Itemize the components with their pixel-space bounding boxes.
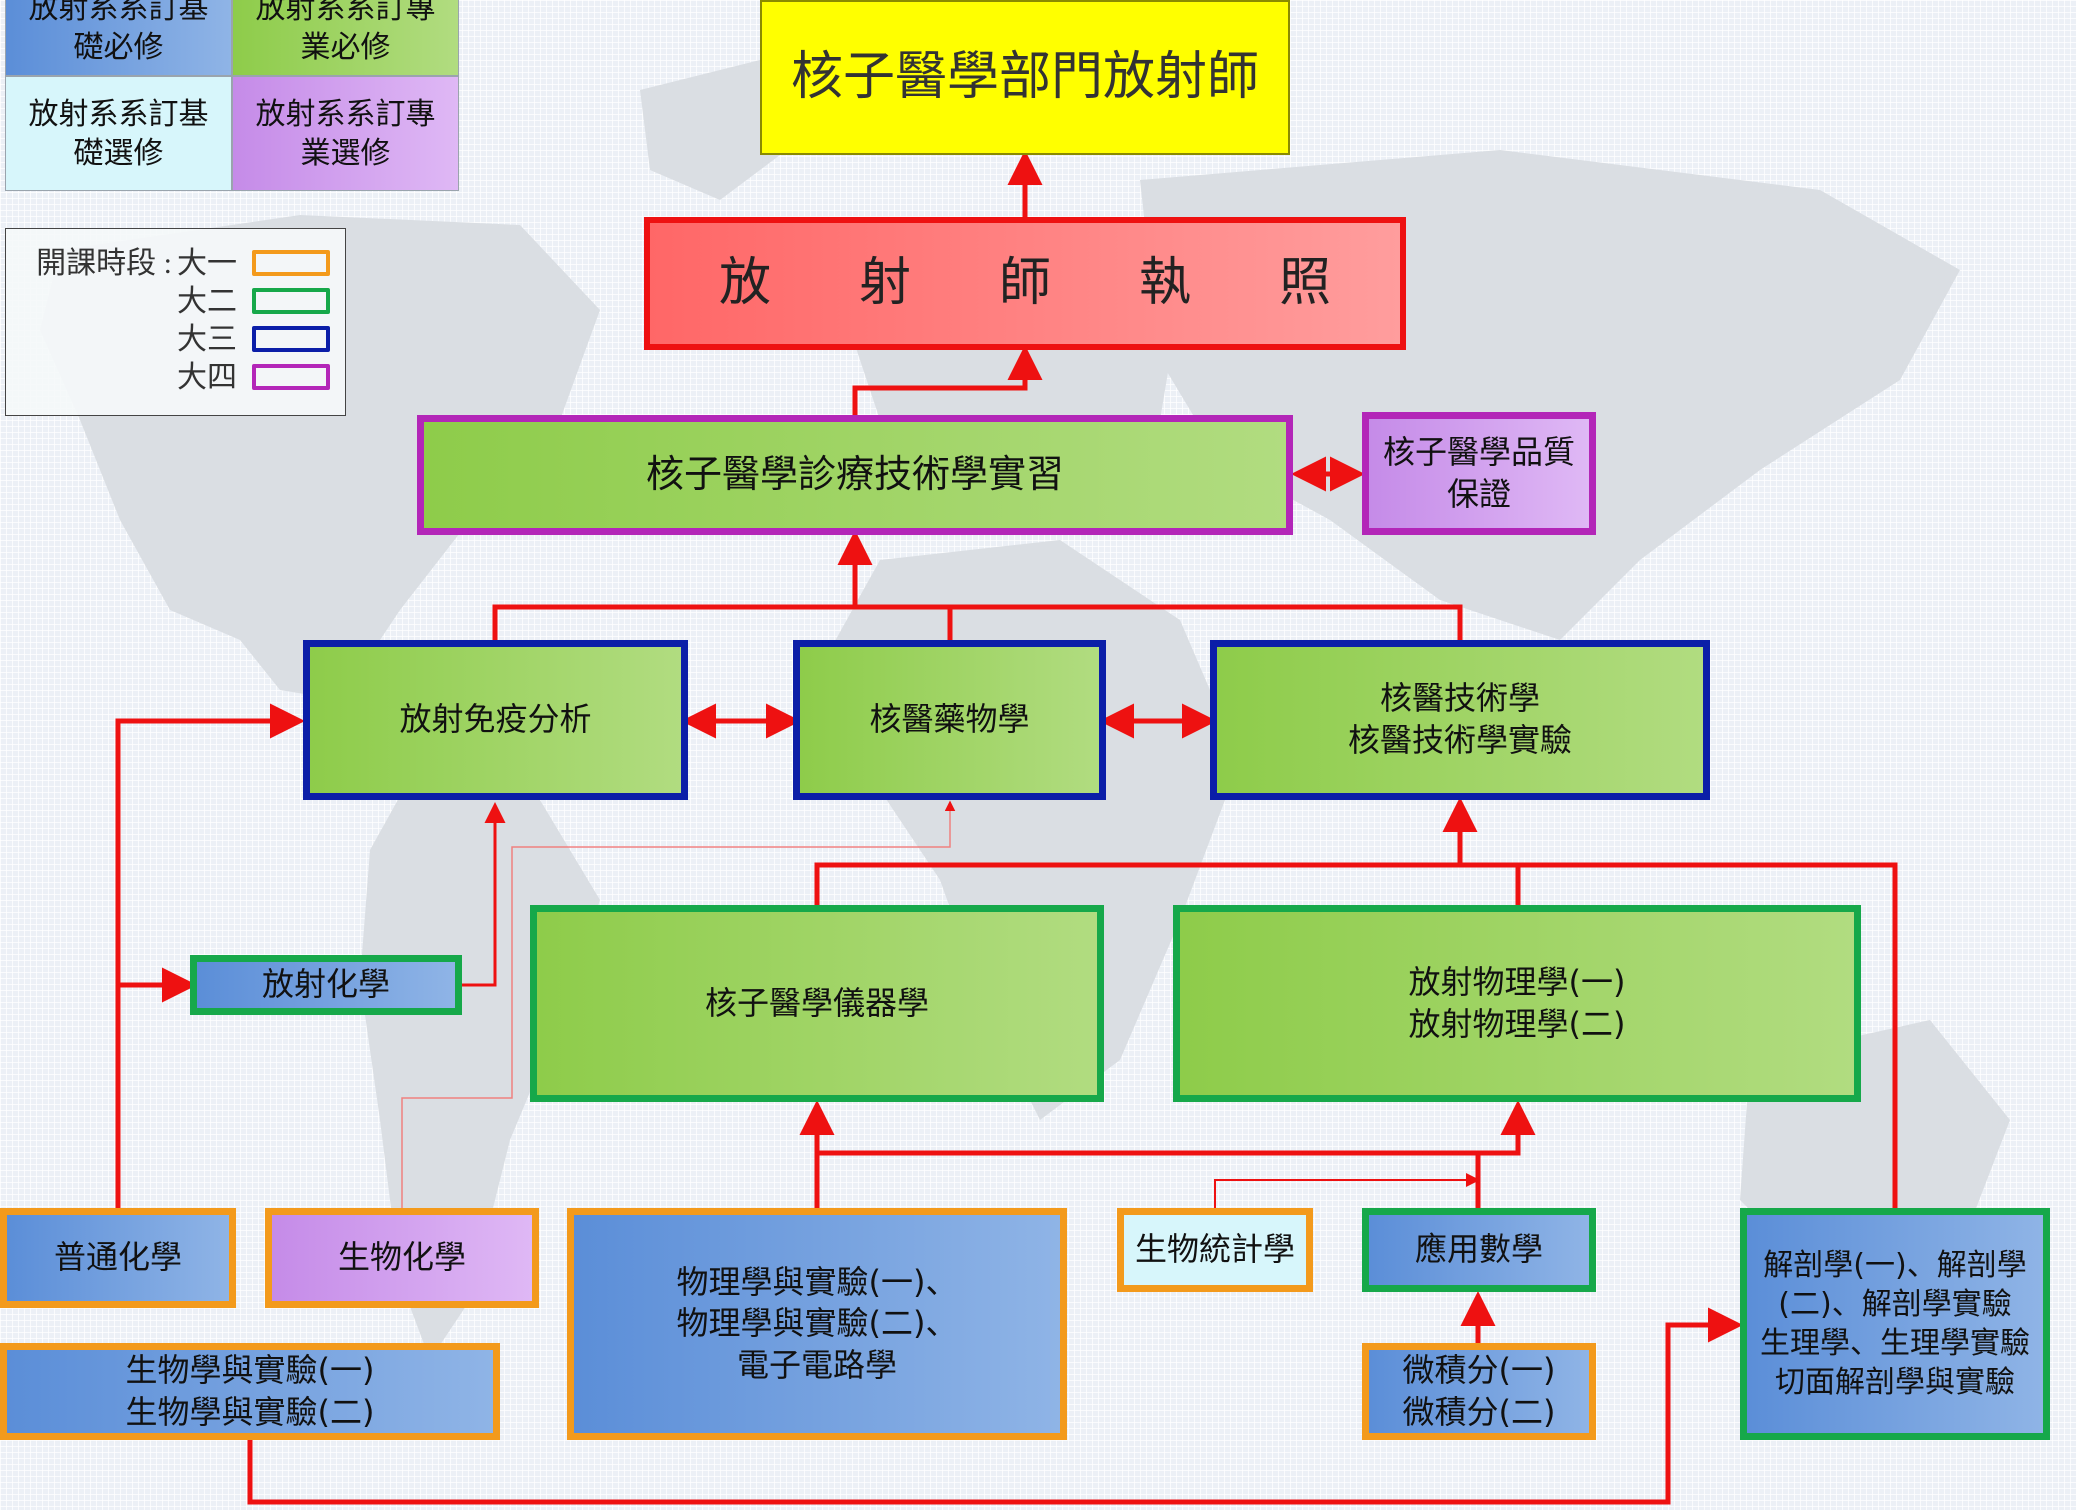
legend-year-1-label: 大一 xyxy=(177,247,237,280)
legend-year-2-label: 大二 xyxy=(177,285,237,318)
legend-year-3-label: 大三 xyxy=(177,323,237,356)
legend-major-required: 放射系系訂專 業必修 xyxy=(232,0,459,76)
legend-year-4-label: 大四 xyxy=(177,361,237,394)
legend-basic-required: 放射系系訂基 礎必修 xyxy=(5,0,232,76)
radiographer-license-text: 放射師執照 xyxy=(718,252,1419,313)
course-biostatistics: 生物統計學 xyxy=(1117,1208,1313,1292)
legend-years-title: 開課時段 : xyxy=(36,247,172,280)
course-nuclear-medicine-instrumentation: 核子醫學儀器學 xyxy=(530,905,1104,1102)
legend-year-1-swatch xyxy=(252,250,330,276)
course-nuclear-pharmacy: 核醫藥物學 xyxy=(793,640,1106,800)
goal-nuclear-radiographer: 核子醫學部門放射師 xyxy=(760,0,1290,155)
radiographer-license: 放射師執照 xyxy=(644,217,1406,350)
course-radiation-physics: 放射物理學(一) 放射物理學(二) xyxy=(1173,905,1861,1102)
legend-year-row-4: 大四 xyxy=(6,359,347,397)
legend-year-row-2: 大二 xyxy=(6,283,347,321)
legend-year-4-swatch xyxy=(252,364,330,390)
course-nuclear-medicine-internship: 核子醫學診療技術學實習 xyxy=(417,415,1293,535)
legend-year-row-3: 大三 xyxy=(6,321,347,359)
course-calculus: 微積分(一) 微積分(二) xyxy=(1362,1343,1596,1440)
course-applied-mathematics: 應用數學 xyxy=(1362,1208,1596,1292)
course-radiochemistry: 放射化學 xyxy=(190,955,462,1015)
legend-major-elective: 放射系系訂專 業選修 xyxy=(232,76,459,191)
legend-year: 開課時段 : 大一 大二 大三 大四 xyxy=(5,228,346,416)
course-biochemistry: 生物化學 xyxy=(265,1208,539,1308)
course-radioimmunoassay: 放射免疫分析 xyxy=(303,640,688,800)
course-biology-lab: 生物學與實驗(一) 生物學與實驗(二) xyxy=(0,1343,500,1440)
course-physics-lab-electronics: 物理學與實驗(一)、 物理學與實驗(二)、 電子電路學 xyxy=(567,1208,1067,1440)
legend-year-row-1: 開課時段 : 大一 xyxy=(6,245,347,283)
course-anatomy-physiology: 解剖學(一)、解剖學 (二)、解剖學實驗 生理學、生理學實驗 切面解剖學與實驗 xyxy=(1740,1208,2050,1440)
course-general-chemistry: 普通化學 xyxy=(0,1208,236,1308)
course-nuclear-medicine-technology: 核醫技術學 核醫技術學實驗 xyxy=(1210,640,1710,800)
legend-basic-elective: 放射系系訂基 礎選修 xyxy=(5,76,232,191)
legend-year-3-swatch xyxy=(252,326,330,352)
legend-year-2-swatch xyxy=(252,288,330,314)
course-nuclear-medicine-qa: 核子醫學品質 保證 xyxy=(1362,412,1596,535)
